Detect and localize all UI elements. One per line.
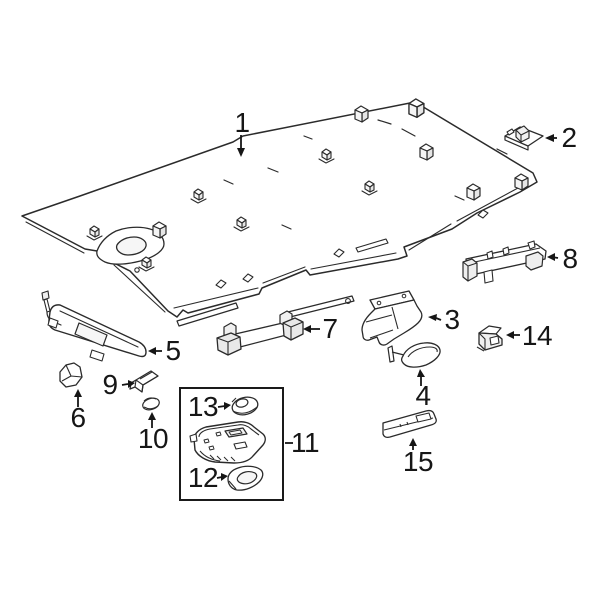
callout-arrow-7 — [303, 325, 320, 333]
part-12-lamp-lens-drawing — [227, 465, 264, 491]
callout-label-3: 3 — [444, 304, 460, 335]
part-10-grommet-drawing — [142, 397, 160, 411]
callout-label-15: 15 — [402, 446, 434, 477]
part-15-dome-lamp-drawing — [382, 409, 437, 439]
callout-label-12: 12 — [187, 462, 219, 493]
callout-label-10: 10 — [137, 423, 169, 454]
part-5-sun-visor-drawing — [41, 290, 147, 362]
part-2-clip-drawing — [504, 125, 544, 151]
callout-arrow-4 — [417, 369, 425, 386]
callout-arrows — [74, 134, 559, 481]
callout-label-6: 6 — [70, 402, 86, 433]
part-1-headliner-panel-drawing — [21, 98, 538, 327]
callout-label-4: 4 — [415, 380, 431, 411]
callout-arrow-12 — [216, 473, 228, 481]
callout-arrow-6 — [74, 389, 82, 407]
callout-arrow-14 — [506, 331, 520, 339]
callout-label-2: 2 — [561, 122, 577, 153]
callout-arrow-13 — [217, 402, 231, 410]
callout-label-14: 14 — [521, 320, 553, 351]
inset-box — [179, 387, 284, 501]
callout-arrow-2 — [545, 134, 557, 142]
part-3-bracket-drawing — [361, 290, 423, 346]
callout-label-7: 7 — [322, 313, 338, 344]
callout-arrow-8 — [547, 253, 559, 261]
part-8-rail-bracket-drawing — [462, 240, 547, 284]
part-7-assist-grip-drawing — [216, 310, 304, 356]
callout-arrow-10 — [148, 412, 156, 428]
callout-arrow-9 — [121, 380, 135, 388]
callout-label-11: 11 — [290, 427, 320, 458]
callout-label-8: 8 — [562, 243, 578, 274]
callout-label-9: 9 — [102, 369, 118, 400]
callout-label-1: 1 — [234, 107, 250, 138]
part-9-clip-drawing — [129, 370, 159, 393]
callout-arrow-1 — [237, 135, 245, 157]
callout-label-13: 13 — [187, 391, 219, 422]
part-13-grommet-drawing — [231, 396, 259, 416]
part-6-bracket-drawing — [59, 362, 83, 388]
callout-arrow-3 — [428, 314, 442, 321]
part-11-overhead-console-drawing — [189, 421, 266, 464]
part-14-lamp-drawing — [476, 325, 503, 352]
part-4-cover-drawing — [387, 342, 441, 368]
callout-label-5: 5 — [165, 335, 181, 366]
callout-arrow-15 — [409, 438, 417, 450]
callout-arrow-5 — [148, 347, 162, 355]
